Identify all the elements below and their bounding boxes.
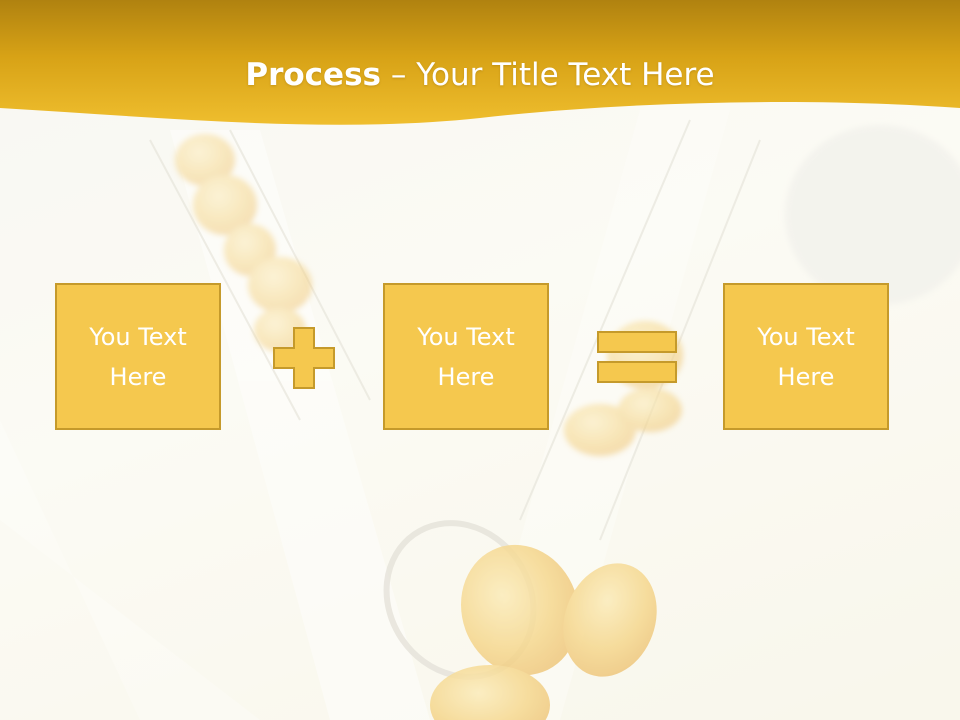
process-step-box-2: You Text Here <box>383 283 549 430</box>
step-text: You Text Here <box>417 322 515 391</box>
equals-icon <box>597 331 677 383</box>
title-rest-part: Your Title Text Here <box>416 57 715 93</box>
process-step-box-1: You Text Here <box>55 283 221 430</box>
title-bold-part: Process <box>245 57 381 93</box>
header-band <box>0 0 960 125</box>
slide-title: Process – Your Title Text Here <box>0 48 960 102</box>
plus-icon <box>273 327 335 389</box>
step-text: You Text Here <box>757 322 855 391</box>
process-step-box-3: You Text Here <box>723 283 889 430</box>
step-text: You Text Here <box>89 322 187 391</box>
title-separator: – <box>381 57 417 93</box>
